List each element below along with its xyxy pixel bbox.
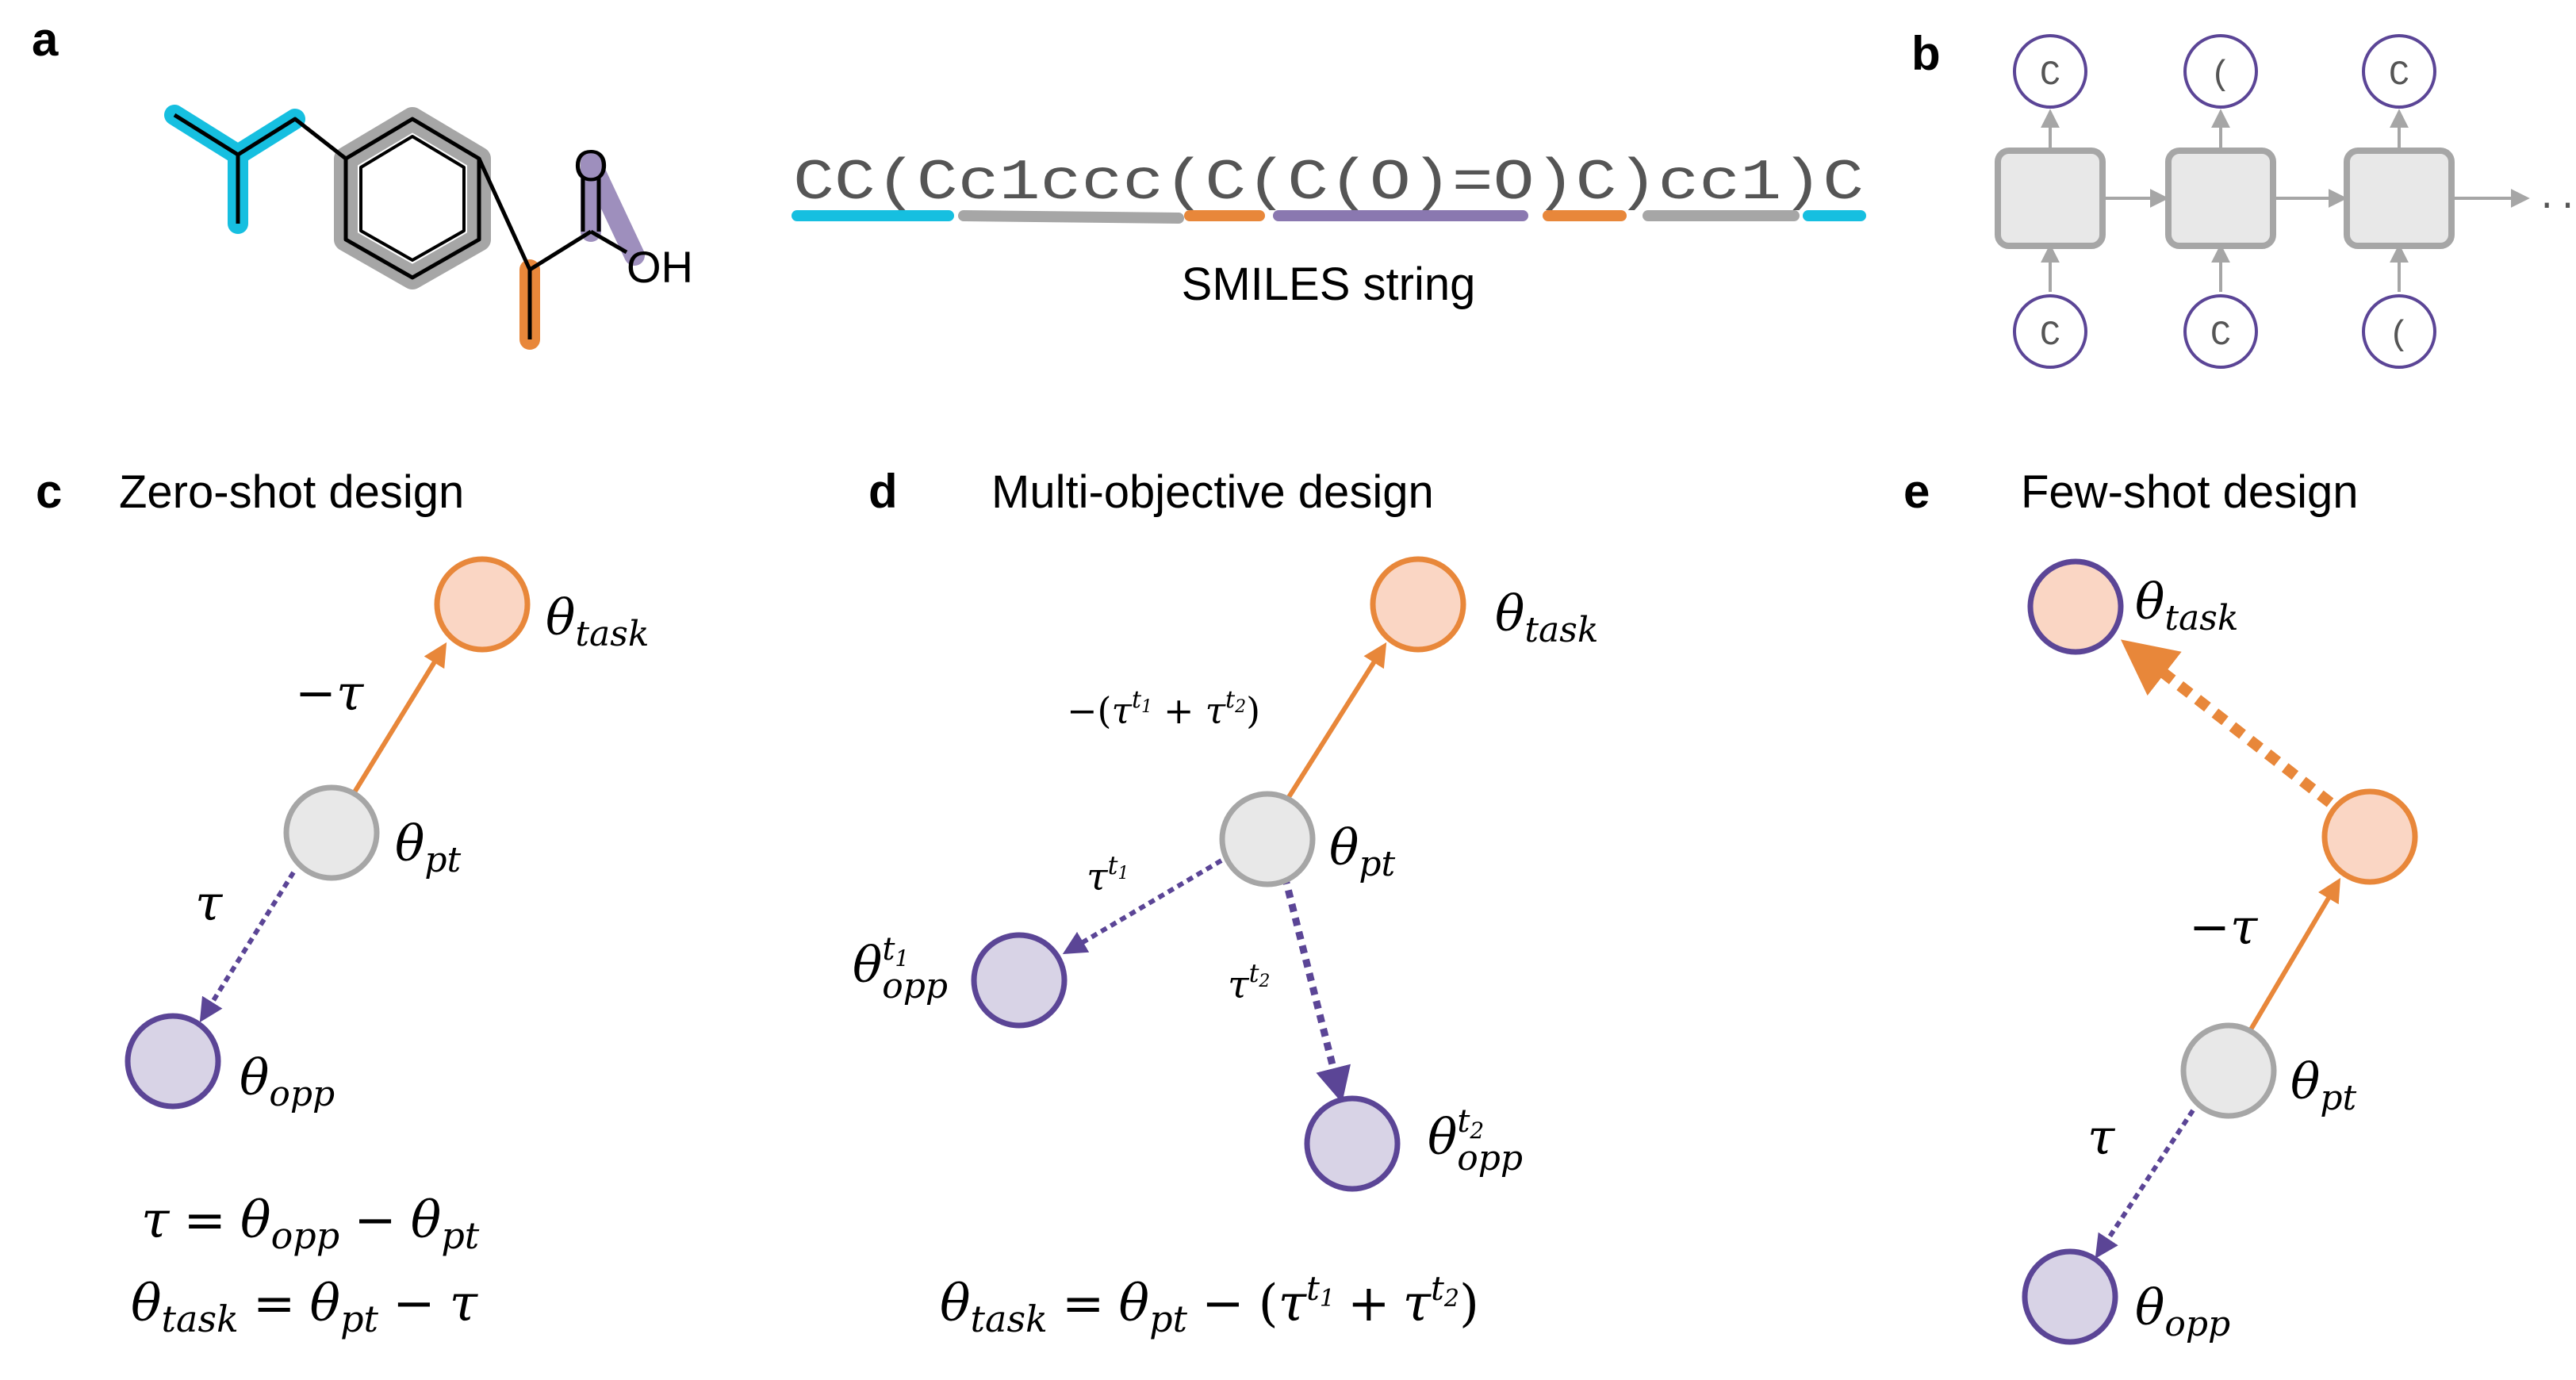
node-theta-pt bbox=[283, 784, 380, 881]
smiles-caption: SMILES string bbox=[1182, 259, 1476, 310]
rnn-cell bbox=[2344, 148, 2455, 249]
arrow-finetuned-to-task bbox=[2120, 639, 2334, 807]
node-theta-task bbox=[2027, 558, 2124, 655]
label-neg-tau: −τ bbox=[2189, 898, 2259, 956]
equation-theta-task: θtask=θpt−(τt1+τt2) bbox=[940, 1269, 1479, 1340]
node-theta-task bbox=[1370, 556, 1466, 653]
rnn-output-label: C bbox=[2040, 56, 2060, 95]
rnn-output-token bbox=[2362, 34, 2436, 109]
label-theta-pt: θpt bbox=[395, 815, 461, 880]
arrow-pt-to-task bbox=[351, 642, 447, 796]
equation-theta-task: θtask=θpt−τ bbox=[131, 1275, 479, 1340]
label-tau-t2: τt2 bbox=[1228, 958, 1270, 1007]
node-theta-opp bbox=[2022, 1248, 2118, 1345]
node-theta-opp bbox=[125, 1013, 221, 1110]
label-theta-opp: θopp bbox=[2135, 1278, 2230, 1344]
rnn-input-token bbox=[2362, 294, 2436, 369]
arrow-pt-to-task bbox=[1286, 642, 1387, 799]
arrow-pt-to-finetuned bbox=[2248, 877, 2341, 1031]
panel-e-letter: e bbox=[1903, 465, 1930, 518]
smiles-token-underlines bbox=[792, 210, 1866, 224]
panel-e-title: Few-shot design bbox=[2021, 466, 2359, 518]
rnn-cell bbox=[2165, 148, 2276, 249]
panel-b: b C C ( C C (... bbox=[1911, 27, 2576, 369]
equation-tau: τ=θopp−θpt bbox=[141, 1191, 480, 1257]
benzene-highlight bbox=[334, 107, 491, 289]
label-theta-pt: θpt bbox=[2290, 1052, 2356, 1118]
label-neg-tau-sum: −(τt1+τt2) bbox=[1067, 686, 1260, 732]
label-neg-tau: −τ bbox=[295, 664, 365, 722]
panel-c: c Zero-shot design θtask θpt θopp −τ τ τ… bbox=[36, 465, 649, 1340]
atom-hydroxyl: OH bbox=[627, 242, 693, 292]
bond-chain-left bbox=[173, 113, 347, 160]
panel-c-letter: c bbox=[36, 465, 62, 518]
rnn-ellipsis: ... bbox=[2536, 179, 2576, 219]
node-theta-task bbox=[434, 556, 531, 653]
panel-d-letter: d bbox=[868, 465, 898, 518]
node-finetuned bbox=[2321, 788, 2418, 885]
arrow-pt-to-opp-t1 bbox=[1062, 858, 1223, 955]
carboxyl-highlight bbox=[581, 152, 645, 266]
rnn-output-token bbox=[2183, 34, 2258, 109]
bond-hydroxyl bbox=[589, 229, 628, 255]
rnn-input-label: ( bbox=[2389, 316, 2409, 355]
node-theta-pt bbox=[2180, 1022, 2277, 1119]
rnn-output-label: C bbox=[2389, 56, 2409, 95]
label-theta-task: θtask bbox=[1495, 585, 1598, 650]
label-tau: τ bbox=[2087, 1108, 2116, 1166]
label-theta-pt: θpt bbox=[1329, 818, 1395, 884]
rnn-input-label: C bbox=[2210, 316, 2231, 355]
atom-oxygen: O bbox=[573, 140, 608, 190]
rnn-input-token bbox=[2013, 294, 2087, 369]
node-theta-opp-t2 bbox=[1304, 1095, 1401, 1192]
rnn-input-label: C bbox=[2040, 316, 2060, 355]
arrow-pt-to-opp-t2 bbox=[1281, 875, 1351, 1103]
rnn-input-token bbox=[2183, 294, 2258, 369]
rnn-cell bbox=[1995, 148, 2106, 249]
panel-c-title: Zero-shot design bbox=[119, 466, 464, 518]
panel-e: e Few-shot design θtask θpt θopp −τ τ bbox=[1903, 465, 2418, 1345]
label-theta-opp: θopp bbox=[240, 1048, 335, 1114]
underline-gray-1 bbox=[958, 210, 1184, 224]
rnn-diagram: C C ( C C (... bbox=[1995, 34, 2576, 369]
rnn-output-label: ( bbox=[2210, 56, 2231, 95]
panel-b-letter: b bbox=[1911, 27, 1941, 80]
label-tau: τ bbox=[195, 874, 224, 932]
molecule-structure: O OH bbox=[164, 105, 693, 350]
label-tau-t1: τt1 bbox=[1087, 850, 1129, 899]
label-theta-task: θtask bbox=[2135, 573, 2238, 638]
panel-a: a O OH CC(Cc1ccc(C(C(O)=O)C)cc1)C bbox=[32, 13, 1866, 350]
rnn-output-token bbox=[2013, 34, 2087, 109]
smiles-string: CC(Cc1ccc(C(C(O)=O)C)cc1)C bbox=[793, 151, 1864, 216]
label-theta-task: θtask bbox=[546, 588, 649, 654]
panel-a-letter: a bbox=[32, 13, 59, 66]
node-theta-pt bbox=[1219, 791, 1316, 887]
panel-d-title: Multi-objective design bbox=[991, 466, 1434, 518]
node-theta-opp-t1 bbox=[971, 932, 1068, 1029]
benzene-inner-ring bbox=[359, 135, 466, 262]
